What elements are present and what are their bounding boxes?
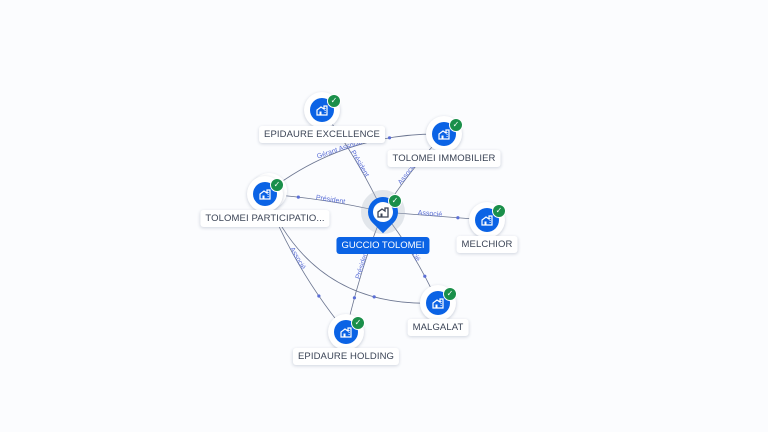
node-label[interactable]: TOLOMEI PARTICIPATIO... <box>200 210 330 227</box>
edge-arrow-icon <box>456 216 460 220</box>
verified-check-icon: ✓ <box>351 316 365 330</box>
edge-tolomei-participations-tolomei-immobilier <box>264 133 445 195</box>
edge-arrow-icon <box>296 195 300 199</box>
edge-arrow-icon <box>317 294 321 298</box>
verified-check-icon: ✓ <box>327 94 341 108</box>
center-node-label[interactable]: GUCCIO TOLOMEI <box>336 237 430 254</box>
edge-arrow-icon <box>372 295 376 299</box>
node-label[interactable]: EPIDAURE EXCELLENCE <box>259 126 385 143</box>
edge-arrow-icon <box>352 296 357 300</box>
edge-label: Président <box>349 149 370 178</box>
edge-label: Président <box>315 194 345 205</box>
edge-label: Président <box>355 250 370 280</box>
edge-label: Associé <box>417 210 442 219</box>
node-label[interactable]: MELCHIOR <box>456 236 518 253</box>
verified-check-icon: ✓ <box>449 118 463 132</box>
verified-check-icon: ✓ <box>492 204 506 218</box>
edge-arrow-icon <box>423 274 427 278</box>
verified-check-icon: ✓ <box>270 178 284 192</box>
node-label[interactable]: TOLOMEI IMMOBILIER <box>387 150 501 167</box>
edge-arrow-icon <box>387 136 392 140</box>
edge-label: Associé <box>288 246 306 271</box>
building-icon <box>334 320 358 344</box>
building-icon <box>373 202 393 222</box>
node-label[interactable]: MALGALAT <box>407 319 469 336</box>
verified-check-icon: ✓ <box>443 287 457 301</box>
verified-check-icon: ✓ <box>388 194 402 208</box>
node-label[interactable]: EPIDAURE HOLDING <box>292 348 400 365</box>
